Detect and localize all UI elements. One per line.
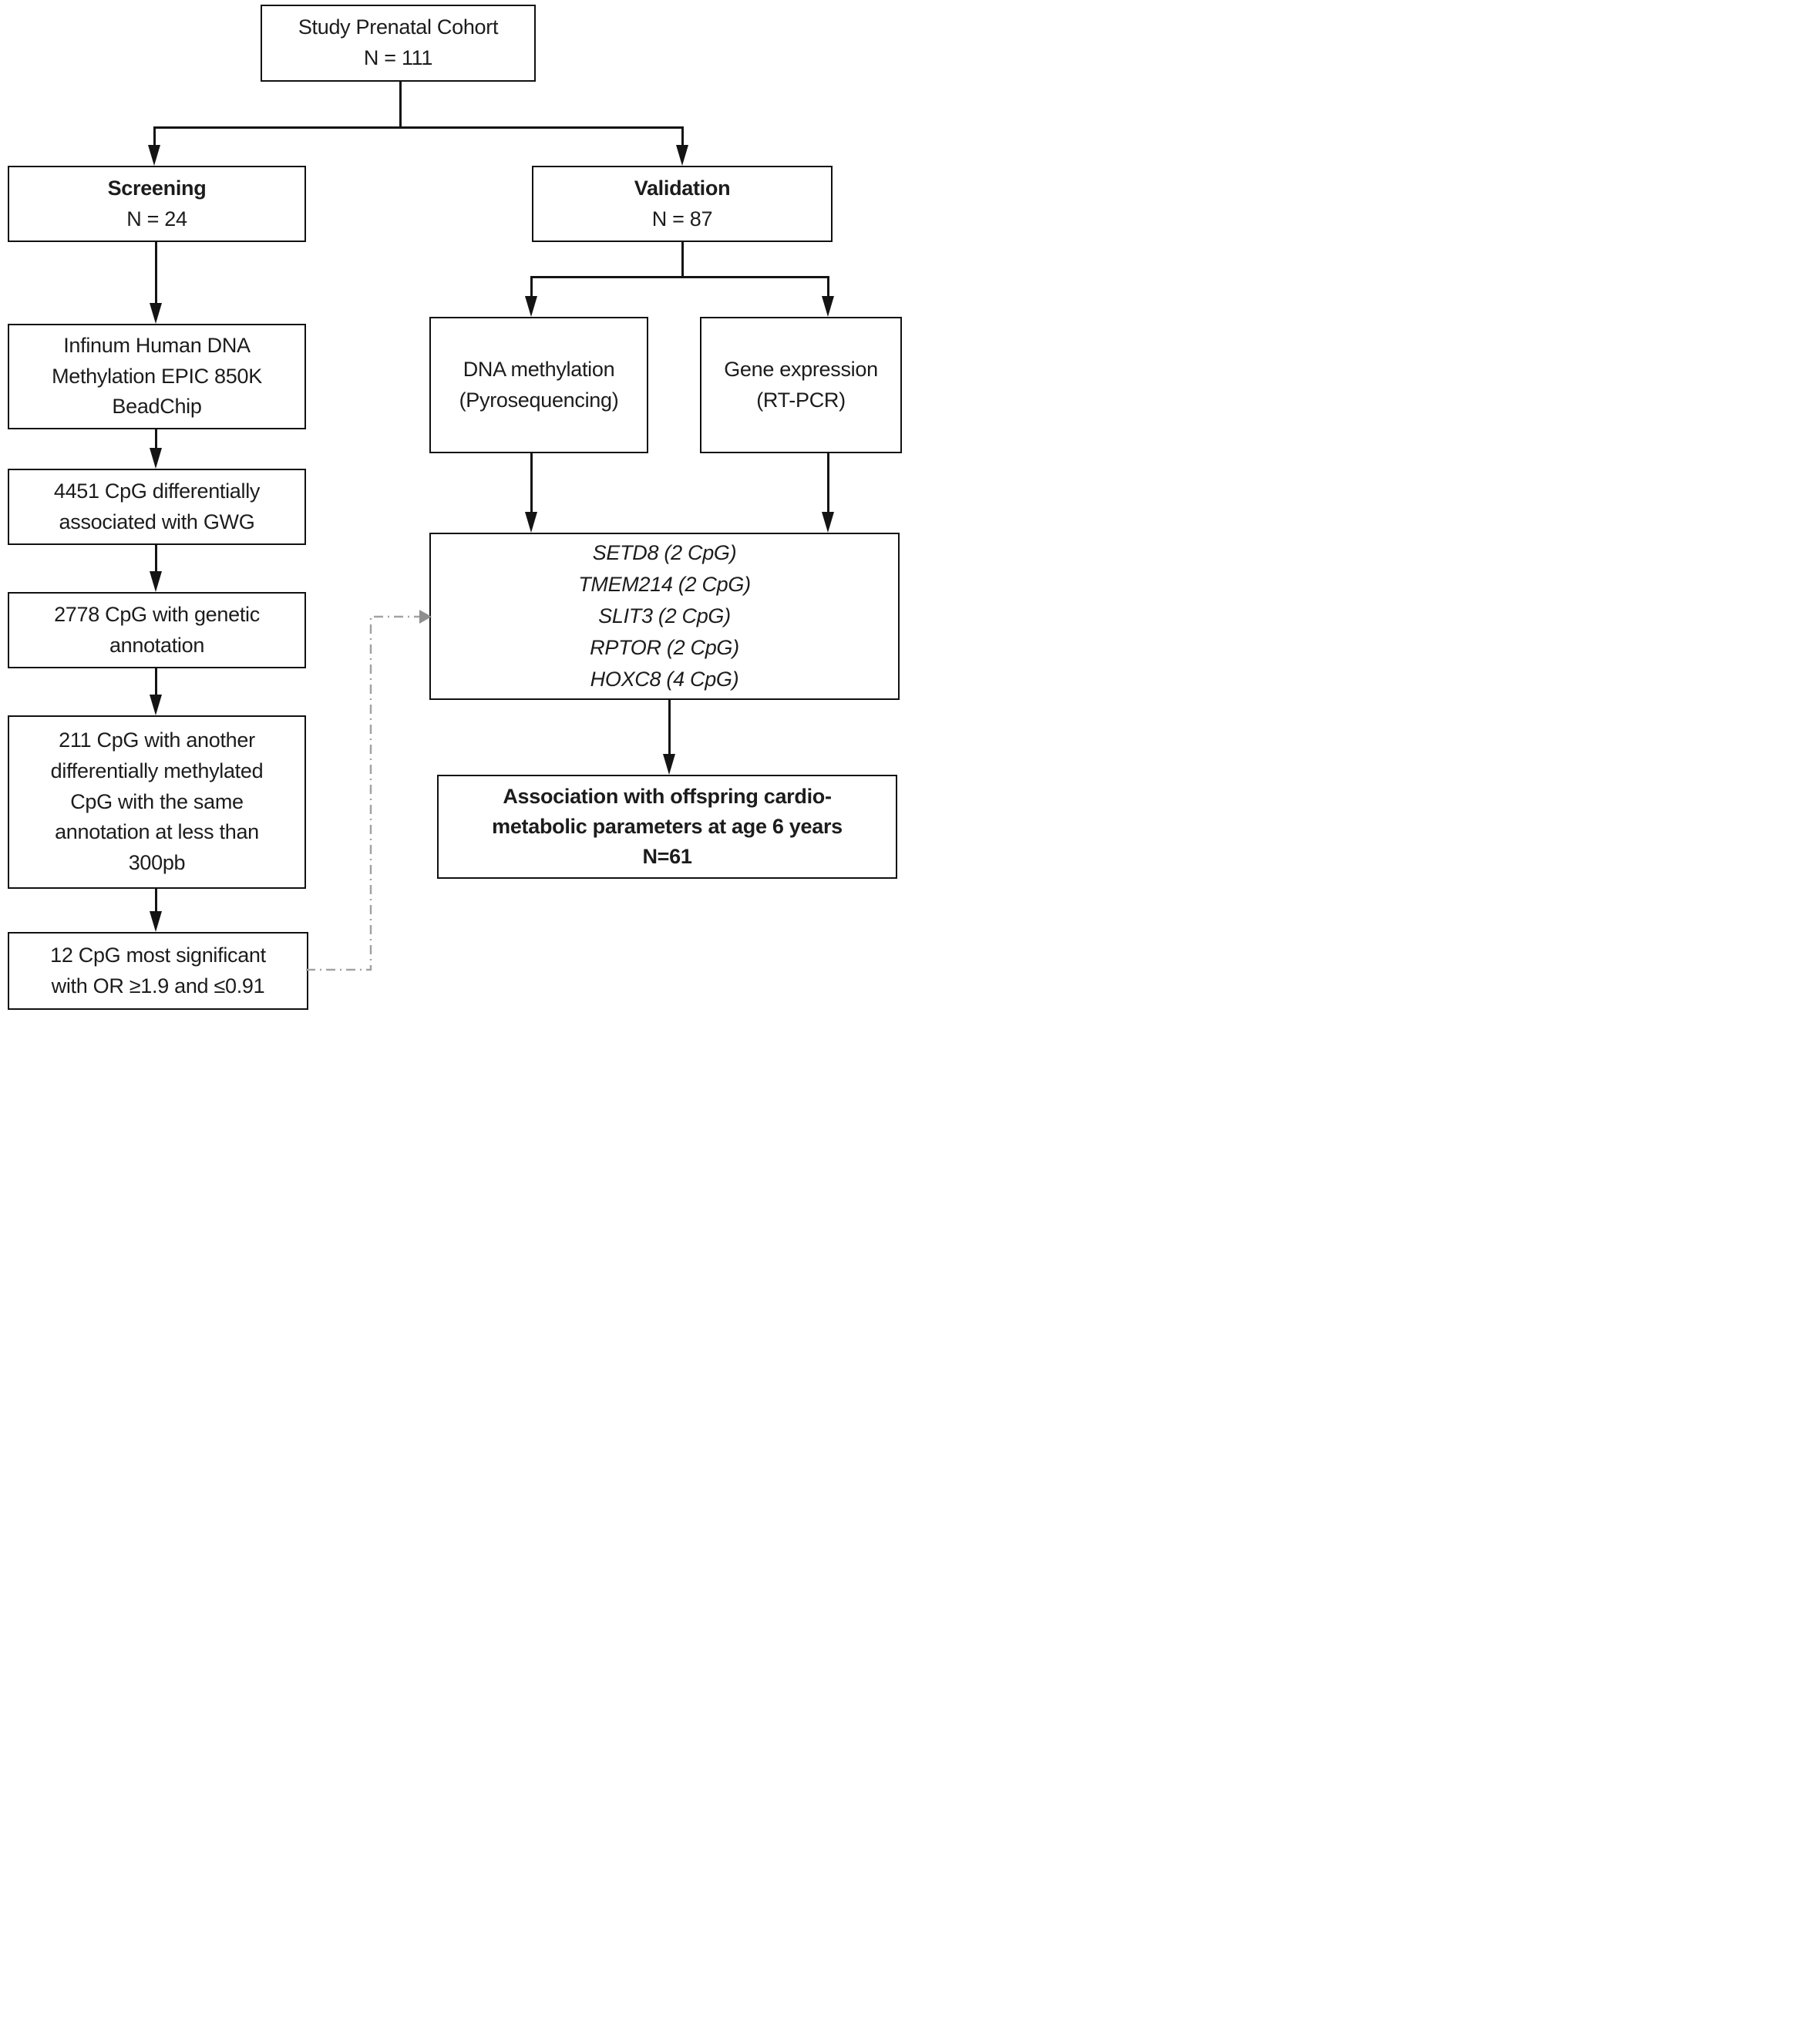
arrowhead-dna-to-genelist bbox=[525, 512, 537, 533]
node-gene-list: SETD8 (2 CpG) TMEM214 (2 CpG) SLIT3 (2 C… bbox=[429, 533, 900, 700]
arrowhead-to-dna-methylation bbox=[525, 296, 537, 317]
flowchart-canvas: Study Prenatal Cohort N = 111 Screening … bbox=[0, 0, 910, 1016]
connector-2778-211 bbox=[155, 668, 157, 696]
connector-branch2-left bbox=[530, 276, 533, 298]
connector-branch2-right bbox=[827, 276, 829, 298]
node-12-cpg: 12 CpG most significant with OR ≥1.9 and… bbox=[8, 932, 308, 1010]
node-validation-title: Validation bbox=[634, 176, 731, 200]
node-validation: Validation N = 87 bbox=[532, 166, 833, 242]
arrowhead-to-screening bbox=[148, 145, 160, 166]
arrowhead-to-validation bbox=[676, 145, 688, 166]
node-gene-expression: Gene expression (RT-PCR) bbox=[700, 317, 902, 453]
connector-screening-infinum bbox=[155, 242, 157, 304]
connector-gene-genelist bbox=[827, 453, 829, 513]
node-study-prenatal-cohort-label: Study Prenatal Cohort N = 111 bbox=[298, 15, 499, 69]
node-screening: Screening N = 24 bbox=[8, 166, 306, 242]
connector-branch2 bbox=[530, 276, 829, 278]
arrowhead-to-12cpg bbox=[150, 911, 162, 932]
connector-validation-stem bbox=[681, 242, 684, 278]
arrowhead-to-4451 bbox=[150, 448, 162, 469]
arrowhead-to-infinum bbox=[150, 303, 162, 324]
node-211-cpg-label: 211 CpG with another differentially meth… bbox=[50, 728, 264, 875]
node-infinum-beadchip: Infinum Human DNA Methylation EPIC 850K … bbox=[8, 324, 306, 429]
arrowhead-gene-to-genelist bbox=[822, 512, 834, 533]
arrowhead-to-association bbox=[663, 754, 675, 775]
node-4451-cpg: 4451 CpG differentially associated with … bbox=[8, 469, 306, 545]
node-screening-n: N = 24 bbox=[126, 207, 187, 230]
node-2778-cpg: 2778 CpG with genetic annotation bbox=[8, 592, 306, 668]
node-4451-cpg-label: 4451 CpG differentially associated with … bbox=[53, 479, 261, 533]
node-211-cpg: 211 CpG with another differentially meth… bbox=[8, 715, 306, 889]
node-dna-methylation: DNA methylation (Pyrosequencing) bbox=[429, 317, 648, 453]
connector-branch1-left bbox=[153, 126, 156, 146]
node-2778-cpg-label: 2778 CpG with genetic annotation bbox=[54, 602, 260, 657]
connector-4451-2778 bbox=[155, 545, 157, 573]
node-dna-methylation-label: DNA methylation (Pyrosequencing) bbox=[459, 357, 619, 412]
dashed-line bbox=[306, 615, 421, 971]
connector-branch1 bbox=[153, 126, 684, 129]
arrowhead-to-211 bbox=[150, 695, 162, 715]
gene-list-item-tmem214: TMEM214 (2 CpG) bbox=[578, 572, 751, 596]
connector-infinum-4451 bbox=[155, 429, 157, 449]
arrowhead-to-gene-expression bbox=[822, 296, 834, 317]
node-association-cardiometabolic: Association with offspring cardio- metab… bbox=[437, 775, 897, 879]
gene-list-item-setd8: SETD8 (2 CpG) bbox=[592, 540, 737, 564]
node-gene-expression-label: Gene expression (RT-PCR) bbox=[724, 357, 878, 412]
gray-arrowhead-right-icon bbox=[419, 610, 432, 624]
connector-12cpg-genelist-dashed bbox=[306, 610, 432, 971]
connector-title-stem bbox=[399, 82, 402, 128]
node-infinum-beadchip-label: Infinum Human DNA Methylation EPIC 850K … bbox=[52, 333, 262, 419]
node-validation-n: N = 87 bbox=[651, 207, 713, 230]
connector-genelist-association bbox=[668, 700, 671, 755]
gene-list-item-rptor: RPTOR (2 CpG) bbox=[590, 636, 739, 660]
node-study-prenatal-cohort: Study Prenatal Cohort N = 111 bbox=[261, 5, 536, 82]
node-12-cpg-label: 12 CpG most significant with OR ≥1.9 and… bbox=[50, 943, 266, 997]
gene-list-item-hoxc8: HOXC8 (4 CpG) bbox=[590, 668, 739, 691]
gene-list-item-slit3: SLIT3 (2 CpG) bbox=[598, 604, 731, 627]
arrowhead-to-2778 bbox=[150, 571, 162, 592]
node-screening-title: Screening bbox=[107, 176, 207, 200]
connector-branch1-right bbox=[681, 126, 684, 146]
connector-211-12cpg bbox=[155, 889, 157, 913]
connector-dna-genelist bbox=[530, 453, 533, 513]
node-association-cardiometabolic-label: Association with offspring cardio- metab… bbox=[492, 784, 843, 869]
